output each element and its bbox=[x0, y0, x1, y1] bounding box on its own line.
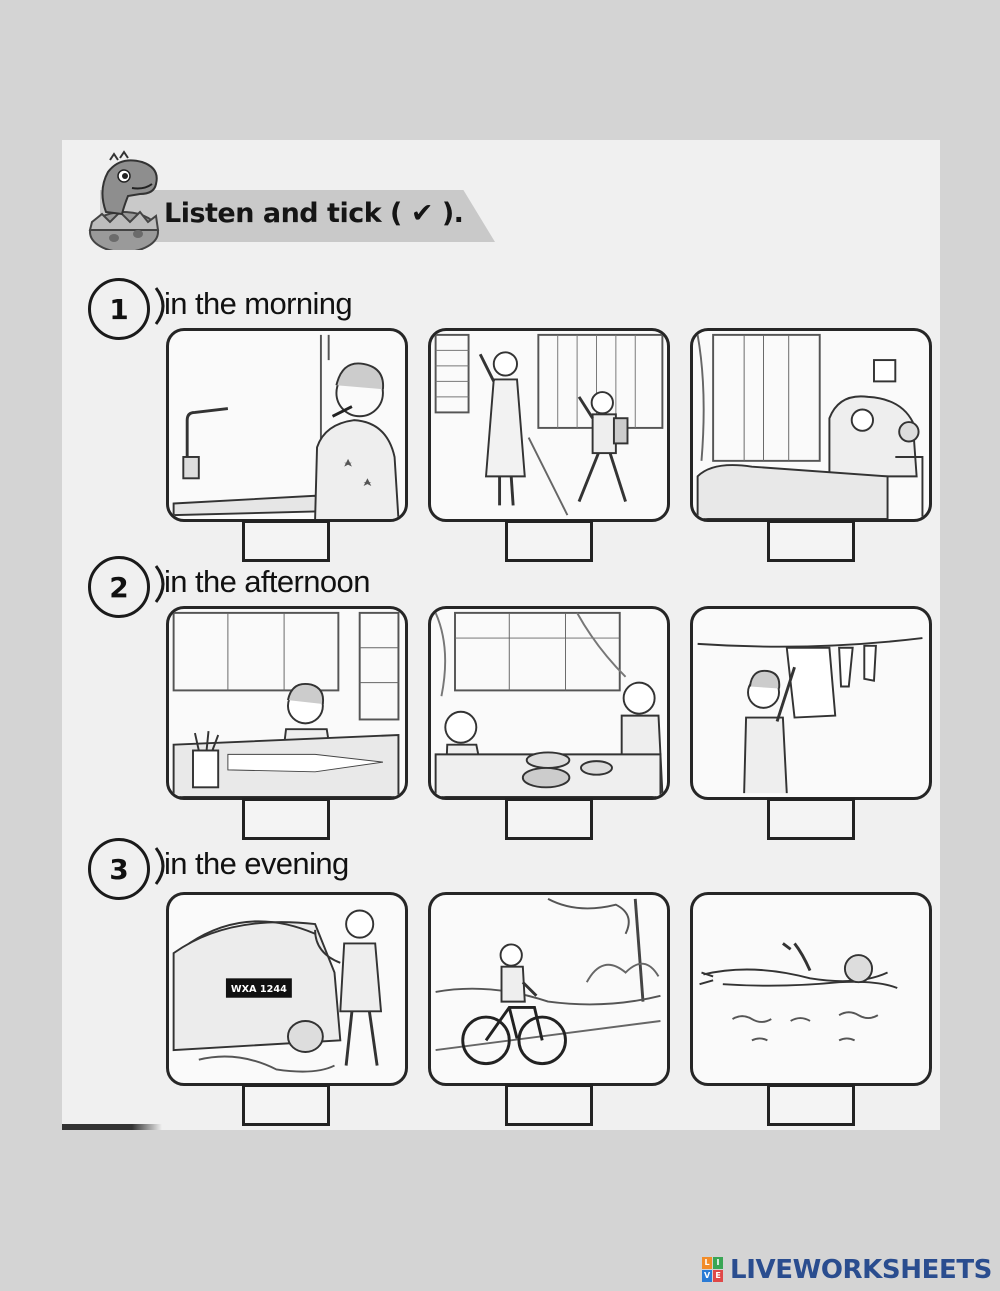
instruction-close: ). bbox=[441, 198, 464, 229]
picture-hanging-clothes bbox=[690, 606, 932, 800]
tick-box-3c[interactable] bbox=[767, 1084, 855, 1126]
boy-brushing-teeth-illustration bbox=[172, 334, 400, 519]
page-edge-shadow bbox=[62, 1124, 162, 1130]
tick-box-3b[interactable] bbox=[505, 1084, 593, 1126]
worksheet-page: Listen and tick ( ✔ ). 1 in the morning bbox=[62, 140, 940, 1130]
liveworksheets-mark-icon: L I V E bbox=[702, 1257, 724, 1283]
swimming-illustration bbox=[699, 942, 898, 1042]
tick-box-2a[interactable] bbox=[242, 798, 330, 840]
section-label-evening: in the evening bbox=[164, 846, 349, 881]
laundry-illustration bbox=[697, 637, 923, 794]
car-wash-illustration: WXA 1244 bbox=[172, 909, 383, 1073]
liveworksheets-logo: L I V E LIVEWORKSHEETS bbox=[702, 1255, 992, 1285]
picture-swimming bbox=[690, 892, 932, 1086]
instruction-title: Listen and tick ( ✔ ). bbox=[164, 198, 464, 229]
instruction-banner bbox=[100, 190, 495, 242]
picture-going-to-school bbox=[428, 328, 670, 522]
picture-doing-homework bbox=[166, 606, 408, 800]
tick-box-3a[interactable] bbox=[242, 1084, 330, 1126]
section-number-3: 3 bbox=[88, 838, 150, 900]
cycling-illustration bbox=[435, 898, 661, 1066]
picture-brushing-teeth bbox=[166, 328, 408, 522]
section-label-afternoon: in the afternoon bbox=[164, 564, 370, 599]
homework-illustration bbox=[172, 611, 400, 797]
picture-washing-car: WXA 1244 bbox=[166, 892, 408, 1086]
section-number-1: 1 bbox=[88, 278, 150, 340]
paren-divider-icon bbox=[154, 847, 165, 885]
liveworksheets-wordmark: LIVEWORKSHEETS bbox=[730, 1255, 992, 1285]
tick-icon: ✔ bbox=[410, 198, 434, 229]
section-label-morning: in the morning bbox=[164, 286, 353, 321]
tick-box-2c[interactable] bbox=[767, 798, 855, 840]
paren-divider-icon bbox=[154, 287, 165, 325]
paren-divider-icon bbox=[154, 565, 165, 603]
tick-box-1b[interactable] bbox=[505, 520, 593, 562]
tick-box-2b[interactable] bbox=[505, 798, 593, 840]
picture-sleeping-in-bed bbox=[690, 328, 932, 522]
tick-box-1c[interactable] bbox=[767, 520, 855, 562]
sleeping-illustration bbox=[696, 333, 924, 519]
waving-goodbye-illustration bbox=[434, 333, 664, 516]
eating-illustration bbox=[434, 611, 664, 797]
license-plate: WXA 1244 bbox=[231, 984, 287, 995]
picture-having-lunch bbox=[428, 606, 670, 800]
tick-box-1a[interactable] bbox=[242, 520, 330, 562]
section-number-2: 2 bbox=[88, 556, 150, 618]
instruction-text: Listen and tick ( bbox=[164, 198, 402, 229]
picture-riding-bicycle bbox=[428, 892, 670, 1086]
dinosaur-mascot-icon bbox=[88, 150, 160, 250]
